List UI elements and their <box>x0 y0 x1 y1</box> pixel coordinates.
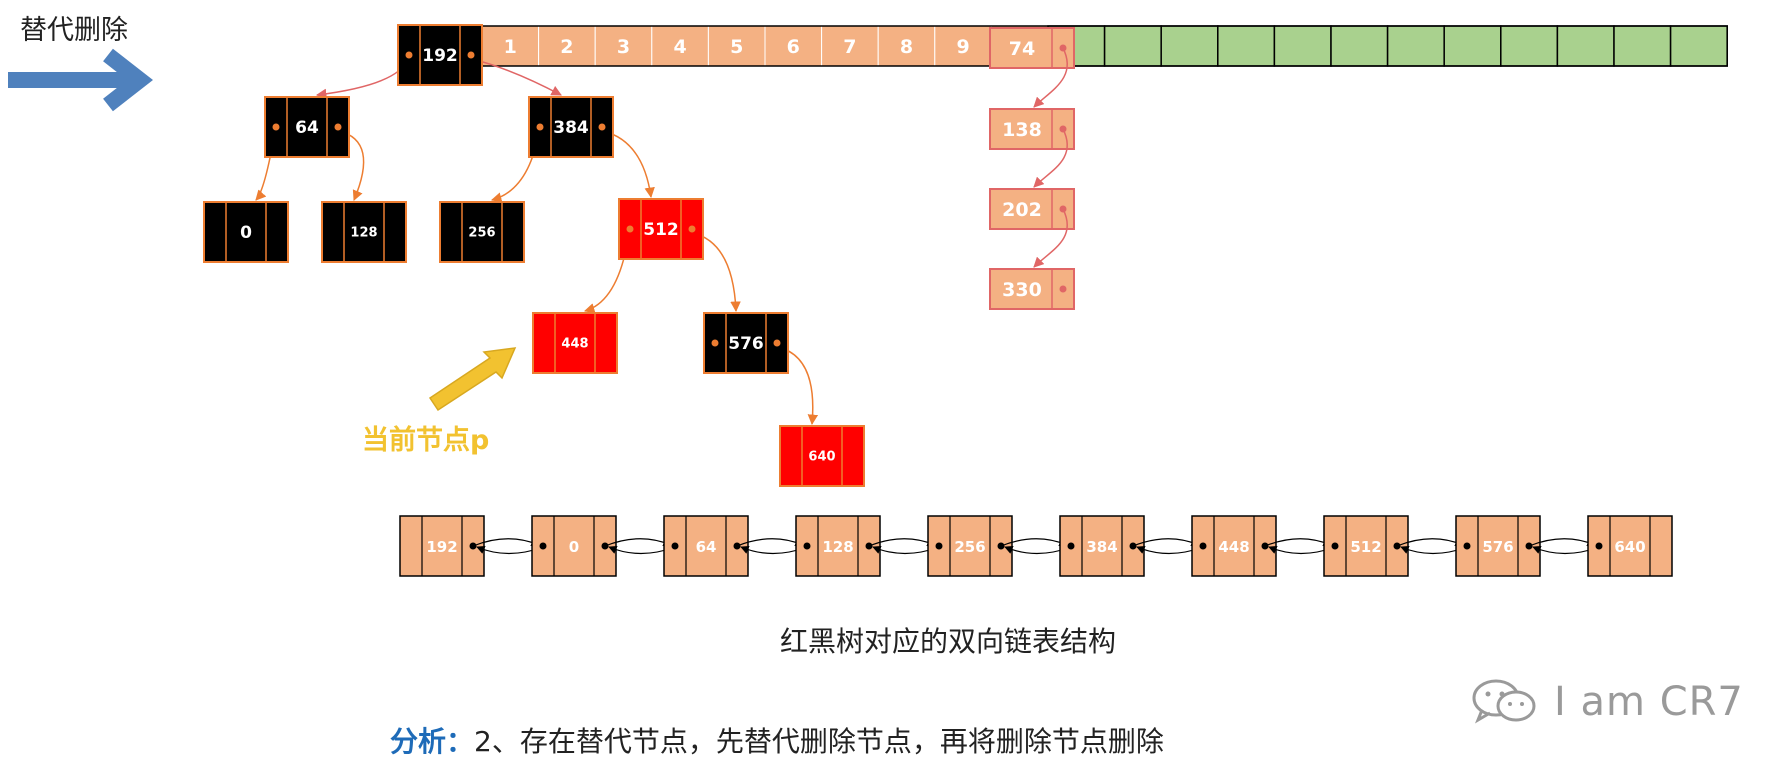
tree-node-label: 128 <box>350 226 377 241</box>
chain-node-label: 138 <box>1002 119 1042 141</box>
bucket-cell <box>1273 25 1332 67</box>
tree-node-label: 512 <box>643 220 679 240</box>
tree-node-label: 384 <box>553 118 589 138</box>
list-node: 64 <box>663 515 749 577</box>
analysis-lead: 分析： <box>390 725 475 758</box>
current-node-label: 当前节点p <box>362 425 490 456</box>
chain-pointer <box>1033 128 1069 188</box>
bucket-cell-label: 3 <box>617 36 630 58</box>
analysis-text: 分析：2、存在替代节点，先替代删除节点，再将删除节点删除 <box>390 720 1164 760</box>
bucket-cell-label: 2 <box>560 36 573 58</box>
watermark: I am CR7 <box>1470 672 1744 732</box>
list-node-label: 384 <box>1086 538 1117 556</box>
list-node-label: 640 <box>1614 538 1645 556</box>
watermark-text: I am CR7 <box>1554 679 1744 725</box>
bucket-cell-label: 5 <box>730 36 743 58</box>
bucket-cell: 8 <box>877 25 936 67</box>
tree-node-label: 192 <box>422 46 458 66</box>
list-node-label: 512 <box>1350 538 1381 556</box>
chain-node: 74 <box>989 27 1075 69</box>
bucket-cell: 1 <box>481 25 540 67</box>
list-node: 512 <box>1323 515 1409 577</box>
list-node-label: 64 <box>696 538 717 556</box>
bucket-cell: 2 <box>538 25 596 67</box>
list-node-label: 256 <box>954 538 985 556</box>
tree-node-576: 576 <box>703 312 789 374</box>
list-node-label: 192 <box>426 538 457 556</box>
tree-node-192: 192 <box>397 24 483 86</box>
chain-node-label: 330 <box>1002 279 1042 301</box>
list-node-label: 576 <box>1482 538 1513 556</box>
bucket-cell-label: 6 <box>787 36 800 58</box>
list-node: 128 <box>795 515 881 577</box>
wechat-icon <box>1472 679 1536 724</box>
bucket-cell: 6 <box>764 25 823 67</box>
bucket-cell: 7 <box>821 25 879 67</box>
analysis-body: 2、存在替代节点，先替代删除节点，再将删除节点删除 <box>474 725 1164 758</box>
tree-node-640: 640 <box>779 425 865 487</box>
list-node-label: 448 <box>1218 538 1249 556</box>
tree-node-label: 64 <box>295 118 319 138</box>
tree-node-label: 0 <box>240 223 252 243</box>
tree-node-label: 256 <box>468 226 495 241</box>
bucket-cell-label: 9 <box>956 36 969 58</box>
doubly-linked-list: 192 0 64 128 256 384 448 512 576 640 <box>399 515 1673 577</box>
bucket-cell-label: 1 <box>504 36 517 58</box>
tree-node-384: 384 <box>528 96 614 158</box>
list-node: 384 <box>1059 515 1145 577</box>
bucket-cell <box>1613 25 1672 67</box>
bucket-cell <box>1443 25 1502 67</box>
bucket-cell: 5 <box>707 25 766 67</box>
tree-node-512: 512 <box>618 198 704 260</box>
linked-list-caption: 红黑树对应的双向链表结构 <box>780 625 1117 658</box>
chain-pointer <box>1033 208 1069 268</box>
chain-node: 138 <box>989 108 1075 150</box>
current-node-pointer-icon <box>428 347 517 412</box>
tree-node-448: 448 <box>532 312 618 374</box>
chain-node: 202 <box>989 188 1075 230</box>
bucket-cell <box>1330 25 1389 67</box>
tree-node-0: 0 <box>203 201 289 263</box>
bucket-cell: 9 <box>934 25 992 67</box>
bucket-cell <box>1217 25 1276 67</box>
bucket-cell-label: 4 <box>673 36 686 58</box>
list-node: 192 <box>399 515 485 577</box>
bucket-cell <box>1103 25 1162 67</box>
tree-node-64: 64 <box>264 96 350 158</box>
diagram-title: 替代删除 <box>20 15 128 46</box>
direction-arrow-icon <box>8 48 153 112</box>
bucket-cell <box>1556 25 1615 67</box>
list-node: 576 <box>1455 515 1541 577</box>
list-node-label: 0 <box>569 538 579 556</box>
list-node: 256 <box>927 515 1013 577</box>
chain-pointer <box>1033 47 1069 108</box>
bucket-cell-label: 8 <box>900 36 913 58</box>
bucket-cell <box>1500 25 1559 67</box>
tree-node-label: 640 <box>808 450 835 465</box>
list-node-label: 128 <box>822 538 853 556</box>
tree-edge <box>315 58 409 100</box>
bucket-cell <box>1669 25 1728 67</box>
bucket-cell: 3 <box>594 25 653 67</box>
tree-node-label: 448 <box>561 337 588 352</box>
bucket-cell <box>1386 25 1445 67</box>
list-node: 640 <box>1587 515 1673 577</box>
tree-node-label: 576 <box>728 334 764 354</box>
bucket-cell <box>1160 25 1219 67</box>
list-node: 448 <box>1191 515 1277 577</box>
bucket-chain: 74 138 202 330 <box>989 27 1075 310</box>
chain-node-label: 74 <box>1009 38 1035 60</box>
chain-node-label: 202 <box>1002 199 1042 221</box>
list-node: 0 <box>531 515 617 577</box>
chain-node: 330 <box>989 268 1075 310</box>
tree-node-256: 256 <box>439 201 525 263</box>
bucket-cell: 4 <box>651 25 709 67</box>
tree-node-128: 128 <box>321 201 407 263</box>
bucket-cell-label: 7 <box>843 36 856 58</box>
